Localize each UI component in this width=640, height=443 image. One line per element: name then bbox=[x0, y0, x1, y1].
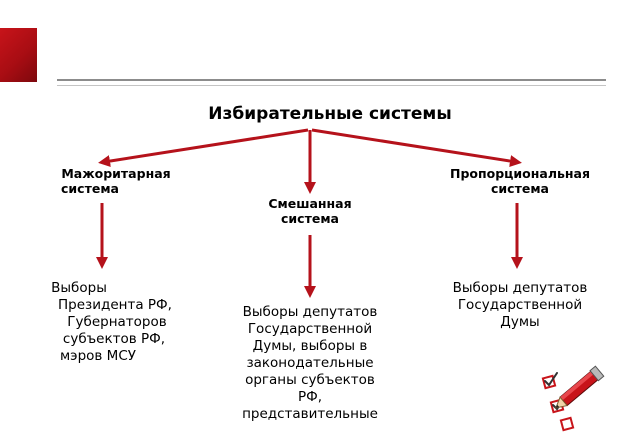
proportional-heading: Пропорциональная система bbox=[430, 166, 610, 196]
heading-line: Смешанная bbox=[268, 196, 352, 211]
text-line: Губернаторов bbox=[67, 314, 167, 330]
text-line: законодательные bbox=[246, 355, 374, 371]
pencil-checklist-icon bbox=[541, 365, 605, 432]
heading-line: Пропорциональная bbox=[449, 166, 590, 181]
text-line: Выборы депутатов bbox=[242, 304, 378, 320]
text-line: Выборы депутатов bbox=[452, 280, 588, 296]
text-line: РФ, bbox=[297, 389, 323, 405]
text-line: Президента РФ, bbox=[58, 297, 172, 313]
header-rule bbox=[57, 79, 606, 81]
heading-line: система bbox=[281, 211, 339, 226]
mixed-elections-text: Выборы депутатов Государственной Думы, в… bbox=[215, 304, 405, 423]
heading-line: Мажоритарная bbox=[61, 166, 171, 181]
heading-line: система bbox=[61, 181, 119, 196]
arrow-to-majoritarian bbox=[98, 128, 309, 167]
text-line: Думы bbox=[500, 314, 540, 330]
text-line: органы субъектов bbox=[245, 372, 375, 388]
header-rule-shadow bbox=[57, 85, 606, 86]
diagram-title: Избирательные системы bbox=[208, 104, 452, 124]
text-line: Думы, выборы в bbox=[252, 338, 368, 354]
text-line: Государственной bbox=[457, 297, 583, 313]
text-line: субъектов РФ, bbox=[62, 331, 166, 347]
heading-line: система bbox=[491, 181, 549, 196]
mixed-heading: Смешанная система bbox=[230, 196, 390, 226]
text-line: мэров МСУ bbox=[60, 348, 136, 364]
text-line: Государственной bbox=[247, 321, 373, 337]
arrow-to-proportional bbox=[311, 128, 522, 167]
text-line: Выборы bbox=[51, 280, 107, 296]
corner-accent-block bbox=[0, 28, 37, 82]
majoritarian-elections-text: Выборы Президента РФ, Губернаторов субъе… bbox=[24, 280, 184, 365]
majoritarian-heading: Мажоритарная система bbox=[30, 166, 190, 196]
proportional-elections-text: Выборы депутатов Государственной Думы bbox=[425, 280, 615, 331]
text-line: представительные bbox=[242, 406, 378, 422]
